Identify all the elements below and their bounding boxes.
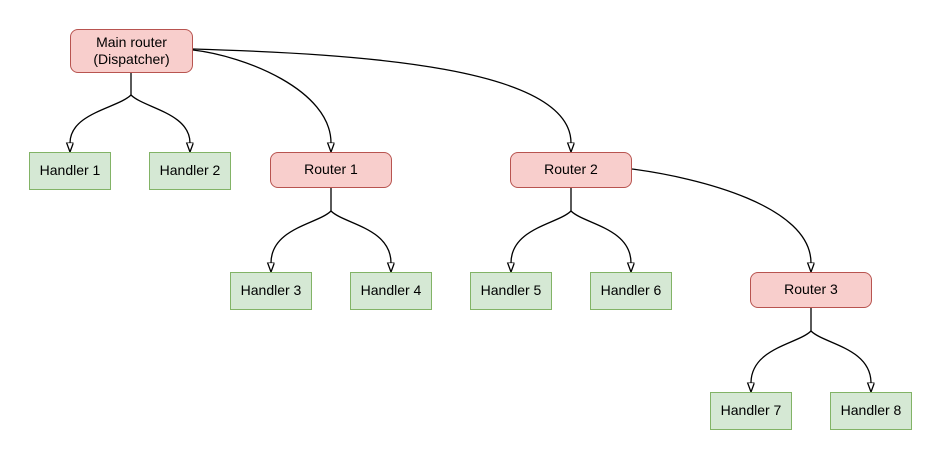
edge-router-3-to-handler-8: [810, 330, 871, 383]
node-handler-8: Handler 8: [830, 392, 912, 430]
edge-router-3-to-handler-7: [751, 330, 812, 383]
edge-main-router-to-router-1: [192, 49, 331, 143]
node-handler-1: Handler 1: [29, 152, 111, 190]
node-handler-6: Handler 6: [590, 272, 672, 310]
edge-router-1-to-handler-4: [330, 210, 391, 263]
node-handler-3: Handler 3: [230, 272, 312, 310]
edge-main-router-to-router-2: [192, 48, 571, 143]
node-handler-5: Handler 5: [470, 272, 552, 310]
node-router-2: Router 2: [510, 152, 632, 188]
node-router-3: Router 3: [750, 272, 872, 308]
edge-main-router-to-handler-2: [130, 94, 190, 143]
edge-router-1-to-handler-3: [271, 210, 332, 263]
node-handler-2: Handler 2: [149, 152, 231, 190]
edge-main-router-to-handler-1: [70, 94, 132, 143]
node-handler-7: Handler 7: [710, 392, 792, 430]
node-router-1: Router 1: [270, 152, 392, 188]
node-main-router: Main router (Dispatcher): [70, 29, 193, 73]
edge-router-2-to-handler-5: [511, 210, 572, 263]
node-handler-4: Handler 4: [350, 272, 432, 310]
edge-router-2-to-handler-6: [570, 210, 631, 263]
edge-router-2-to-router-3: [631, 168, 811, 263]
